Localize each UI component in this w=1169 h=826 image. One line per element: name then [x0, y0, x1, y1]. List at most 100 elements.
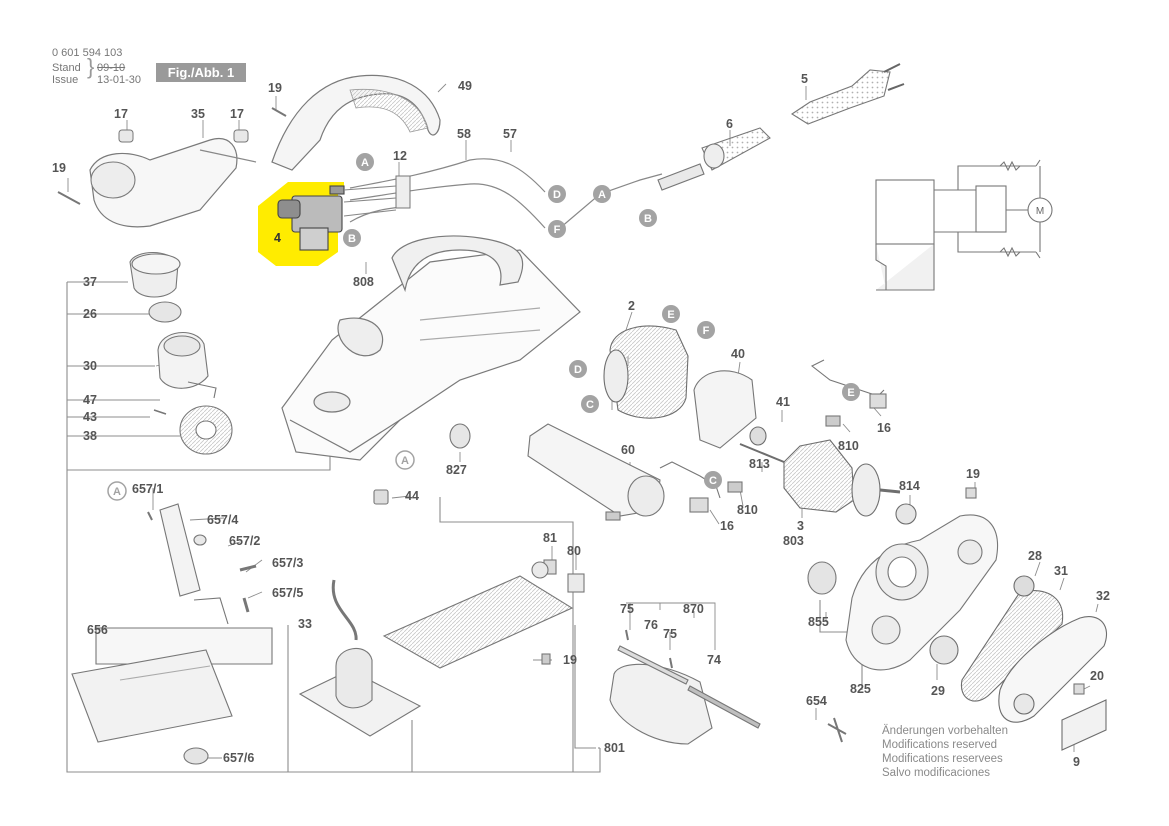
label: 657/2 [229, 534, 260, 548]
label: 31 [1054, 564, 1068, 578]
label: 81 [543, 531, 557, 545]
label: 20 [1090, 669, 1104, 683]
label: 4 [274, 231, 281, 245]
label: 813 [749, 457, 770, 471]
label: 38 [83, 429, 97, 443]
note-line: Änderungen vorbehalten [882, 725, 1008, 737]
callout: B [644, 213, 652, 225]
rotor-3 [739, 426, 917, 525]
callout: B [348, 233, 356, 245]
screw-19-left [57, 191, 81, 205]
callout: E [667, 309, 674, 321]
label: 19 [563, 653, 577, 667]
planer-housing [281, 235, 581, 461]
blade-holder [609, 629, 761, 745]
leader-lines [67, 83, 1099, 759]
label: 6 [726, 117, 733, 131]
label: 57 [503, 127, 517, 141]
part-labels: 19 49 5 17 35 17 58 57 6 12 19 4 808 37 … [52, 72, 1110, 769]
modification-notes: Änderungen vorbehalten Modifications res… [882, 724, 1008, 780]
label: 30 [83, 359, 97, 373]
label: 37 [83, 275, 97, 289]
belt-housing [807, 514, 998, 671]
callout: D [574, 364, 582, 376]
label: 656 [87, 623, 108, 637]
fan-guide-40 [693, 370, 757, 449]
label: 44 [405, 489, 419, 503]
label: 43 [83, 410, 97, 424]
label: 657/5 [272, 586, 303, 600]
label: 855 [808, 615, 829, 629]
note-line: Salvo modificaciones [882, 767, 991, 779]
wiring-schematic [875, 159, 1053, 291]
wires [349, 158, 663, 229]
drum-60 [449, 423, 665, 521]
stand-label: Stand [52, 62, 81, 74]
label: 35 [191, 107, 205, 121]
note-line: Modifications reservees [882, 753, 1003, 765]
label: 58 [457, 127, 471, 141]
label: 803 [783, 534, 804, 548]
chip-deflector-port [90, 161, 136, 199]
base-plate [298, 559, 585, 737]
callout: F [554, 224, 561, 236]
callout: D [553, 189, 561, 201]
part-number: 0 601 594 103 [52, 47, 123, 59]
nut-17-right [233, 129, 249, 143]
label: 17 [230, 107, 244, 121]
label: 80 [567, 544, 581, 558]
label: 74 [707, 653, 721, 667]
nut-17-left [118, 129, 134, 143]
label: 12 [393, 149, 407, 163]
chip-deflector-rail [199, 149, 257, 163]
label: 28 [1028, 549, 1042, 563]
left-parts-column [129, 252, 233, 455]
group-bracket-lines [66, 281, 863, 773]
label: 41 [776, 395, 790, 409]
label: 17 [114, 107, 128, 121]
stator-2 [603, 325, 689, 419]
label: 2 [628, 299, 635, 313]
brace-symbol: } [87, 54, 95, 79]
label: 32 [1096, 589, 1110, 603]
old-date: 09-10 [97, 62, 126, 74]
label: 19 [966, 467, 980, 481]
label: 16 [720, 519, 734, 533]
label: 19 [52, 161, 66, 175]
label: 657/3 [272, 556, 303, 570]
callout: A [361, 157, 369, 169]
label: 40 [731, 347, 745, 361]
label: 827 [446, 463, 467, 477]
label: 76 [644, 618, 658, 632]
issue-label: Issue [52, 74, 79, 86]
note-line: Modifications reserved [882, 739, 998, 751]
label: 657/6 [223, 751, 254, 765]
label: 75 [663, 627, 677, 641]
parallel-guide [71, 503, 273, 765]
callout: C [586, 399, 594, 411]
letter-callouts: A B D F A B E F D C E A C A [107, 153, 860, 501]
callout: A [401, 455, 409, 467]
label: 47 [83, 393, 97, 407]
issue-date: 13-01-30 [97, 74, 142, 86]
callout: F [703, 325, 710, 337]
label: 810 [838, 439, 859, 453]
connector-12 [395, 175, 411, 209]
callout: E [847, 387, 854, 399]
label: 29 [931, 684, 945, 698]
callout: C [709, 475, 717, 487]
label: 33 [298, 617, 312, 631]
label: 75 [620, 602, 634, 616]
callout: A [113, 486, 121, 498]
figure-label: Fig./Abb. 1 [156, 63, 246, 82]
motor-symbol: M [1036, 206, 1044, 217]
belt-pulleys-cover [929, 575, 1107, 751]
chip-deflector-35 [89, 138, 238, 228]
misc-small-parts [373, 487, 1085, 743]
label: 60 [621, 443, 635, 457]
switch-part-4 [277, 185, 345, 251]
label: 870 [683, 602, 704, 616]
callout: A [598, 189, 606, 201]
